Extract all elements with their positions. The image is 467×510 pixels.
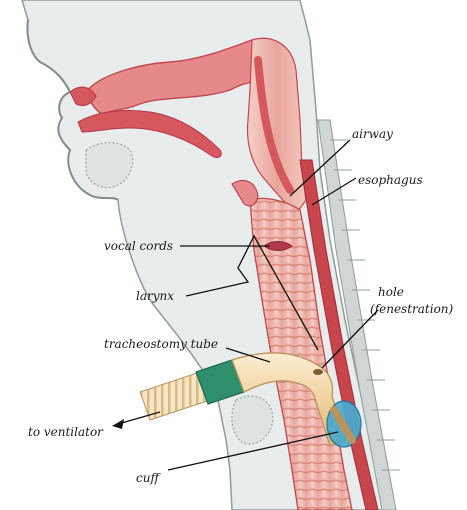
- label-esophagus: esophagus: [358, 173, 423, 187]
- leader-ventilator-arrow: [112, 419, 124, 429]
- label-airway: airway: [352, 127, 393, 141]
- label-larynx: larynx: [136, 289, 174, 303]
- label-tracheostomy-tube: tracheostomy tube: [104, 337, 218, 351]
- label-hole: hole: [378, 285, 404, 299]
- label-to-ventilator: to ventilator: [28, 425, 104, 439]
- label-vocal-cords: vocal cords: [104, 239, 173, 253]
- label-cuff: cuff: [136, 471, 161, 485]
- fenestration-hole: [313, 369, 323, 375]
- label-fenestration: (fenestration): [370, 302, 454, 316]
